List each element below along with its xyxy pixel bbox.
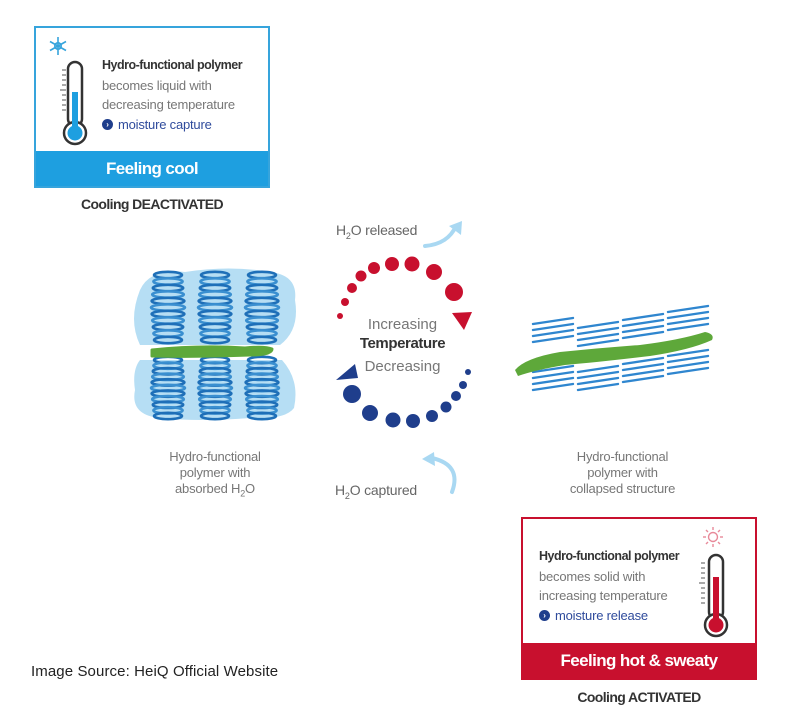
collapsed-strand [576,364,620,374]
decreasing-label: Decreasing [364,358,441,375]
collapsed-strand [666,354,710,364]
increasing-label: Increasing [367,316,438,333]
collapsed-strand [576,332,620,342]
feeling-hot-banner: Feeling hot & sweaty [523,643,755,678]
spring-coil [246,335,278,345]
collapsed-strand [666,322,710,332]
blue-dot [362,405,378,421]
temperature-label: Temperature [359,335,446,352]
collapsed-strand [621,324,665,334]
blue-dot [426,410,438,422]
red-dot [445,283,463,301]
thermometer-hot-icon [699,527,729,638]
collapsed-strand [531,382,575,392]
blue-dot [465,369,471,375]
decreasing-temperature-dots [343,369,471,428]
chevron-right-icon: › [102,118,113,130]
collapsed-strand [576,376,620,386]
cool-card-line2: decreasing temperature [102,97,235,112]
collapsed-structure-label: Hydro-functional polymer with collapsed … [569,449,676,496]
red-dot [368,262,380,274]
collapsed-strand [531,334,575,344]
collapsed-strand [621,356,665,366]
collapsed-strand [531,328,575,338]
collapsed-strand [621,374,665,384]
h2o-captured-arrow [430,456,457,494]
chevron-right-icon: › [539,609,550,621]
collapsed-strand [531,376,575,386]
moisture-release-link[interactable]: › moisture release [539,606,679,626]
spring-coil [199,335,231,345]
blue-dot [440,401,452,413]
blue-dot [385,412,401,428]
h2o-released-arrow [423,224,458,248]
red-dot [337,313,343,319]
moisture-capture-label: moisture capture [118,116,212,132]
moisture-release-label: moisture release [555,607,648,623]
collapsed-strand [531,364,575,374]
collapsed-strand [621,368,665,378]
cooling-deactivated-card: Hydro-functional polymer becomes liquid … [34,26,270,188]
red-dot [385,257,399,271]
image-source-caption: Image Source: HeiQ Official Website [31,663,279,680]
collapsed-strand [576,338,620,348]
collapsed-strand [576,370,620,380]
hot-card-line1: becomes solid with [539,568,646,584]
spring-coil [199,411,231,421]
sun-icon [703,527,723,547]
cool-card-line1: becomes liquid with [102,77,212,93]
polymer-backbone-left [150,345,274,358]
cool-card-description: Hydro-functional polymer becomes liquid … [102,56,243,135]
collapsed-strand [576,326,620,336]
feeling-cool-banner: Feeling cool [36,151,268,186]
spring-coil [152,411,184,421]
collapsed-strand [531,370,575,380]
hot-card-line2: increasing temperature [539,588,668,603]
cooling-activated-card: Hydro-functional polymer becomes solid w… [521,517,757,680]
collapsed-strand [666,316,710,326]
red-dot [341,298,349,306]
collapsed-strand [666,360,710,370]
red-dot [404,256,420,272]
blue-dot [451,391,461,401]
cool-card-title: Hydro-functional polymer [102,58,243,72]
collapsed-polymer-strands [531,304,710,392]
collapsed-strand [621,330,665,340]
red-dot [426,264,442,280]
spring-coil [152,335,184,345]
collapsed-strand [576,382,620,392]
red-dot [355,270,367,282]
increasing-temperature-dots [337,256,463,319]
blue-dot [406,414,420,428]
polymer-springs [149,270,281,421]
blue-arrowhead [336,364,358,380]
collapsed-strand [621,312,665,322]
red-arrowhead [452,312,472,330]
h2o-captured-label: H2O captured [335,482,417,501]
collapsed-strand [531,322,575,332]
hot-card-title: Hydro-functional polymer [539,549,680,563]
absorbed-structure-label: Hydro-functional polymer with absorbed H… [169,449,261,499]
red-dot [347,283,357,293]
collapsed-strand [666,366,710,376]
blue-dot [459,381,467,389]
moisture-capture-link[interactable]: › moisture capture [102,115,242,135]
polymer-backbone-right [515,332,713,376]
thermometer-cold-icon [49,37,88,146]
collapsed-strand [666,304,710,314]
snowflake-icon [49,37,67,55]
hot-card-description: Hydro-functional polymer becomes solid w… [539,547,680,626]
collapsed-strand [621,318,665,328]
collapsed-strand [531,316,575,326]
collapsed-strand [666,348,710,358]
collapsed-strand [576,320,620,330]
collapsed-strand [666,310,710,320]
h2o-released-label: H2O released [336,222,418,241]
cooling-deactivated-label: Cooling DEACTIVATED [80,196,224,212]
blue-dot [343,385,361,403]
spring-coil [246,411,278,421]
cooling-activated-label: Cooling ACTIVATED [577,689,701,705]
collapsed-strand [621,362,665,372]
